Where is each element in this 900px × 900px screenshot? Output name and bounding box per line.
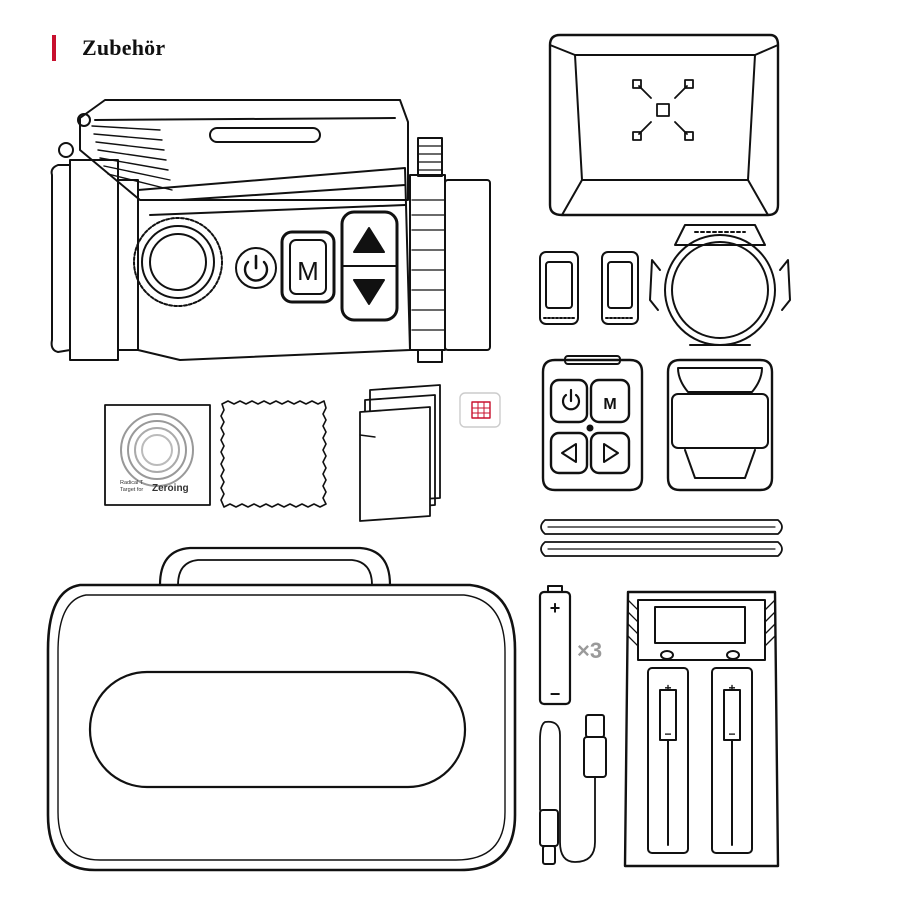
carry-case-illustration xyxy=(46,546,517,872)
mount-ring-illustration xyxy=(649,224,791,346)
thermal-device-illustration: M xyxy=(50,99,491,363)
heading-accent-bar xyxy=(52,35,56,61)
battery-minus-label: − xyxy=(550,684,561,704)
page-title: Zubehör xyxy=(82,35,166,60)
target-label-line1: Radical T xyxy=(120,480,144,486)
power-icon xyxy=(561,393,581,411)
power-button-drawing xyxy=(235,247,277,289)
charger-slot2-minus: − xyxy=(728,727,735,741)
straps-illustration xyxy=(540,519,783,557)
remote-control-illustration: M xyxy=(541,355,644,492)
battery-charger-illustration: + + − − xyxy=(623,590,780,868)
charger-slot2-plus: + xyxy=(728,681,735,695)
remote-holder-illustration xyxy=(666,358,774,492)
battery-quantity-label: ×3 xyxy=(577,638,602,663)
section-heading: Zubehör xyxy=(52,33,165,63)
charger-slot1-plus: + xyxy=(664,681,671,695)
cleaning-cloth-illustration xyxy=(220,400,327,508)
qr-code-icon xyxy=(459,392,501,428)
lens-cap-logo-icon xyxy=(632,79,694,141)
triangle-up-icon xyxy=(353,227,385,253)
battery-plus-label: + xyxy=(550,598,561,618)
zeroing-target-illustration: Radical T Target for Zeroing xyxy=(104,404,211,506)
target-label-line3: Zeroing xyxy=(152,483,189,494)
usb-cable-illustration xyxy=(539,714,607,865)
charger-slot1-minus: − xyxy=(664,727,671,741)
manual-booklet-illustration xyxy=(359,384,441,522)
remote-menu-label: M xyxy=(603,396,616,413)
lens-cap-illustration xyxy=(548,33,780,217)
triangle-left-icon xyxy=(561,443,577,463)
small-battery-pair-illustration xyxy=(539,251,639,325)
triangle-down-icon xyxy=(353,279,385,305)
triangle-right-icon xyxy=(603,443,619,463)
device-menu-label: M xyxy=(297,256,319,286)
aa-battery-illustration: + − xyxy=(538,585,572,706)
target-label-line2: Target for xyxy=(120,487,143,493)
